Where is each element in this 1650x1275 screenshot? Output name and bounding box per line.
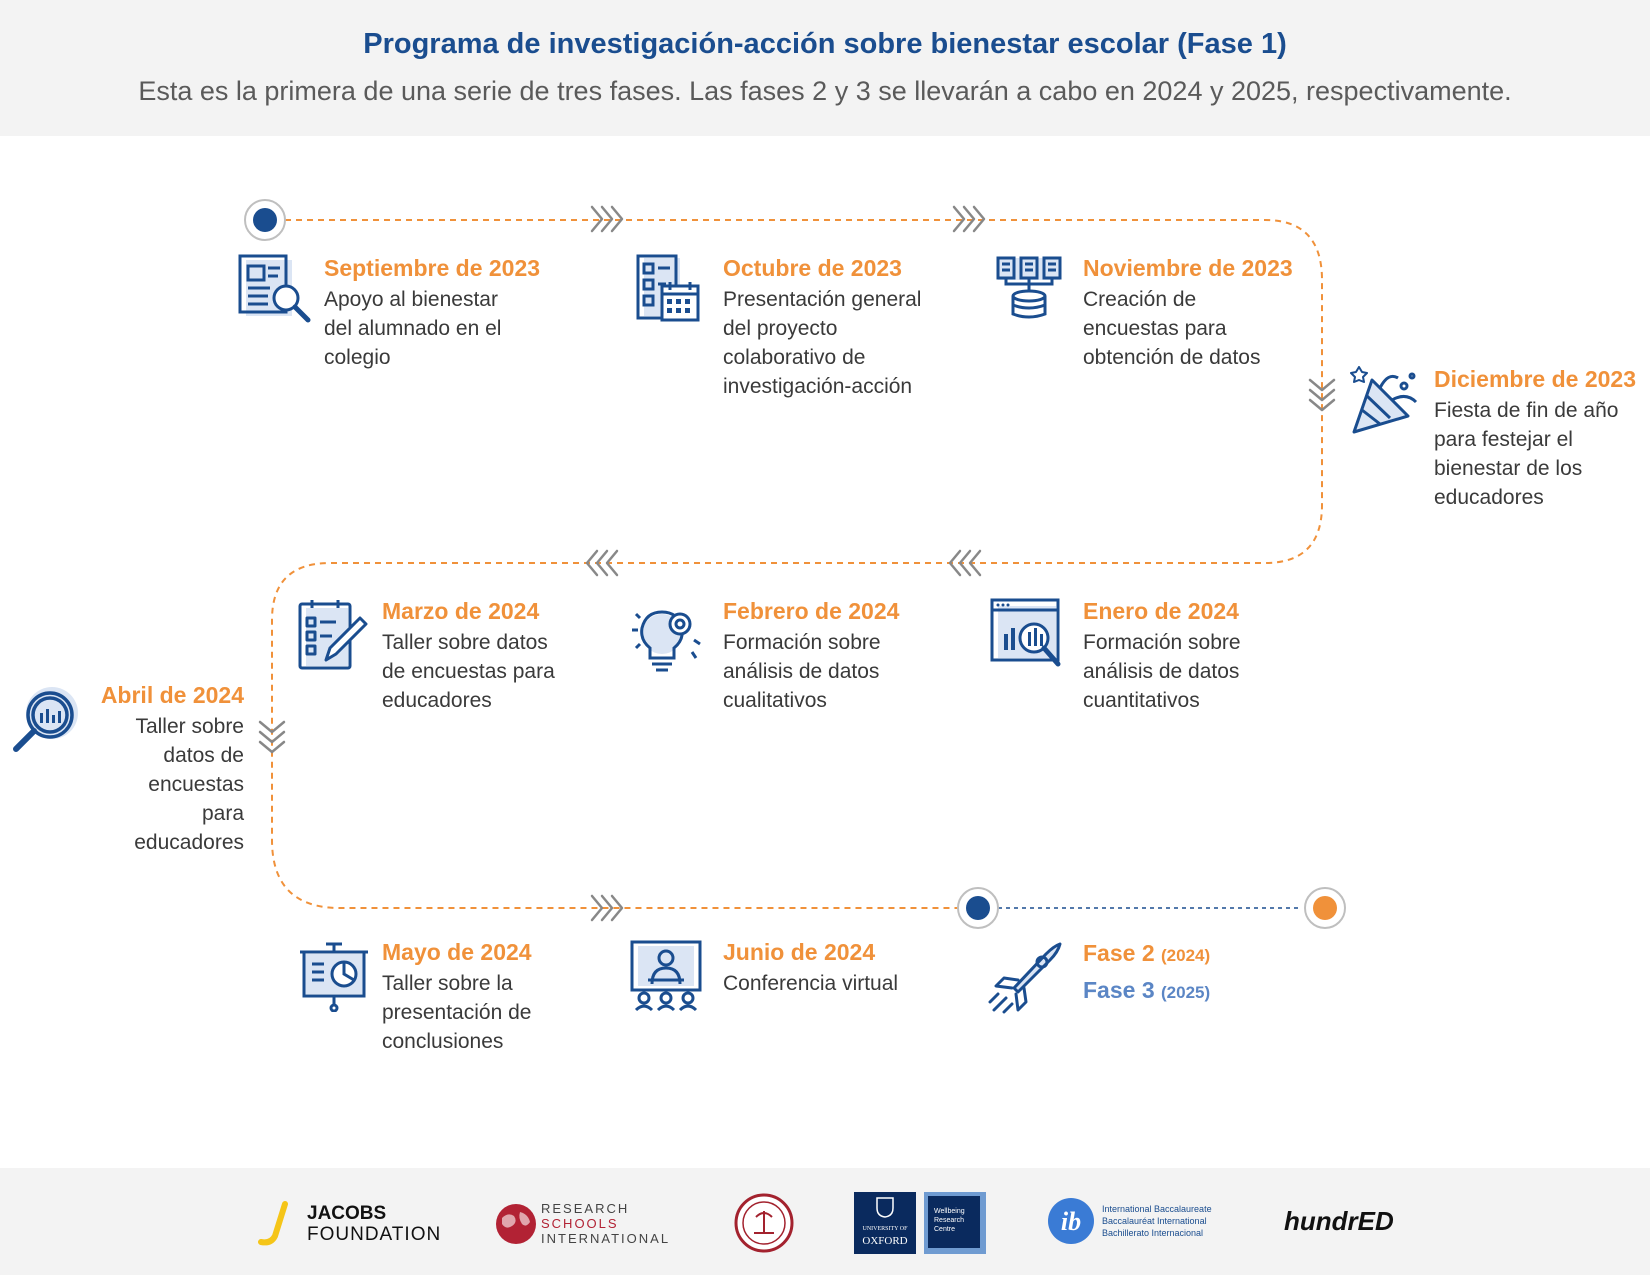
ib-mark-icon: ib [1048,1198,1094,1244]
timeline-step-nov-2023: Noviembre de 2023 Creación de encuestas … [1083,254,1323,372]
timeline-step-jun-2024: Junio de 2024 Conferencia virtual [723,938,963,998]
oxford-line2: OXFORD [862,1235,908,1247]
university-seal-logo [734,1193,794,1253]
page-subtitle: Esta es la primera de una serie de tres … [138,76,1512,106]
step-date: Abril de 2024 [100,682,244,708]
phase-name: Fase 2 [1083,940,1155,966]
step-description: Fiesta de fin de año para festejar el bi… [1434,399,1619,509]
presentation-board-icon [300,942,368,1012]
start-node [244,199,286,241]
gear-bulb-icon [632,610,701,672]
rsi-line3: INTERNATIONAL [541,1231,671,1246]
step-description: Presentación general del proyecto colabo… [723,288,922,398]
future-node [1304,887,1346,929]
step-date: Enero de 2024 [1083,598,1239,624]
timeline-step-oct-2023: Octubre de 2023 Presentación general del… [723,254,963,401]
party-popper-icon [1350,366,1418,434]
wellbeing-research-centre-logo: Wellbeing Research Centre [924,1192,986,1254]
step-description: Apoyo al bienestar del alumnado en el co… [324,288,502,369]
step-description: Formación sobre análisis de datos cualit… [723,631,881,712]
clipboard-pen-icon [298,600,368,670]
chevron-left-icon [585,549,619,577]
step-description: Conferencia virtual [723,972,899,995]
jacobs-j-mark-icon [258,1201,288,1246]
international-baccalaureate-logo: ib International Baccalaureate Baccalaur… [1046,1196,1236,1250]
partner-logos-footer: JACOBS FOUNDATION RESEARCH SCHOOLS INTER… [0,1168,1650,1275]
timeline-step-may-2024: Mayo de 2024 Taller sobre la presentació… [382,938,622,1056]
timeline-step-mar-2024: Marzo de 2024 Taller sobre datos de encu… [382,597,622,715]
timeline-step-jan-2024: Enero de 2024 Formación sobre análisis d… [1083,597,1323,715]
analytics-search-icon [990,598,1061,667]
page-title: Programa de investigación-acción sobre b… [363,28,1287,60]
oxford-line1: UNIVERSITY OF [862,1226,908,1232]
chevron-left-icon [948,549,982,577]
future-phases: Fase 2 (2024) Fase 3 (2025) [1083,936,1283,1010]
chevron-right-icon [952,205,986,233]
svg-text:ib: ib [1061,1207,1081,1236]
ib-line2: Baccalauréat International [1102,1216,1207,1226]
wellbeing-line2: Research [934,1217,964,1224]
database-icon [996,256,1062,319]
timeline-step-dec-2023: Diciembre de 2023 Fiesta de fin de año p… [1434,365,1646,512]
chevron-right-icon [590,894,624,922]
step-date: Diciembre de 2023 [1434,366,1637,392]
hundred-logo: hundrED [1284,1206,1394,1237]
jacobs-foundation-logo: JACOBS FOUNDATION [255,1200,440,1248]
rsi-line1: RESEARCH [541,1201,630,1216]
wellbeing-line3: Centre [934,1226,956,1233]
phase-2-label: Fase 2 (2024) [1083,936,1283,973]
rocket-icon [988,942,1062,1014]
oxford-logo: UNIVERSITY OF OXFORD [854,1192,916,1254]
wellbeing-inner-panel [928,1196,980,1248]
step-date: Septiembre de 2023 [324,255,541,281]
step-date: Noviembre de 2023 [1083,255,1293,281]
phase-name: Fase 3 [1083,977,1155,1003]
chevron-down-icon [258,720,286,754]
chevron-down-icon [1308,378,1336,412]
globe-icon [496,1204,536,1244]
phase-year: (2024) [1161,946,1211,965]
step-date: Octubre de 2023 [723,255,902,281]
phase-end-node [957,887,999,929]
step-date: Junio de 2024 [723,939,876,965]
step-description: Creación de encuestas para obtención de … [1083,288,1261,369]
timeline-step-sep-2023: Septiembre de 2023 Apoyo al bienestar de… [324,254,564,372]
phase-3-label: Fase 3 (2025) [1083,973,1283,1010]
jacobs-line1: JACOBS [307,1203,387,1224]
oxford-crest-icon [876,1197,894,1218]
jacobs-line2: FOUNDATION [307,1224,442,1245]
hundred-text-b: ED [1357,1206,1394,1236]
step-description: Taller sobre la presentación de conclusi… [382,972,532,1053]
wellbeing-line1: Wellbeing [934,1208,965,1215]
document-search-icon [238,254,311,323]
checklist-calendar-icon [636,254,700,322]
research-schools-international-logo: RESEARCH SCHOOLS INTERNATIONAL [494,1200,679,1248]
magnifier-chart-icon [13,687,78,752]
ib-line3: Bachillerato Internacional [1102,1228,1204,1238]
ib-line1: International Baccalaureate [1102,1204,1212,1214]
step-date: Marzo de 2024 [382,598,540,624]
step-date: Febrero de 2024 [723,598,900,624]
hundred-text-a: hundr [1284,1206,1358,1236]
step-description: Formación sobre análisis de datos cuanti… [1083,631,1241,712]
chevron-right-icon [590,205,624,233]
timeline-step-apr-2024: Abril de 2024 Taller sobre datos de encu… [84,681,244,857]
step-date: Mayo de 2024 [382,939,532,965]
step-description: Taller sobre datos de encuestas para edu… [134,715,244,854]
step-description: Taller sobre datos de encuestas para edu… [382,631,555,712]
phase-year: (2025) [1161,983,1211,1002]
header-banner: Programa de investigación-acción sobre b… [0,0,1650,136]
rsi-line2: SCHOOLS [541,1216,619,1231]
video-conference-icon [630,940,702,1012]
timeline-step-feb-2024: Febrero de 2024 Formación sobre análisis… [723,597,963,715]
